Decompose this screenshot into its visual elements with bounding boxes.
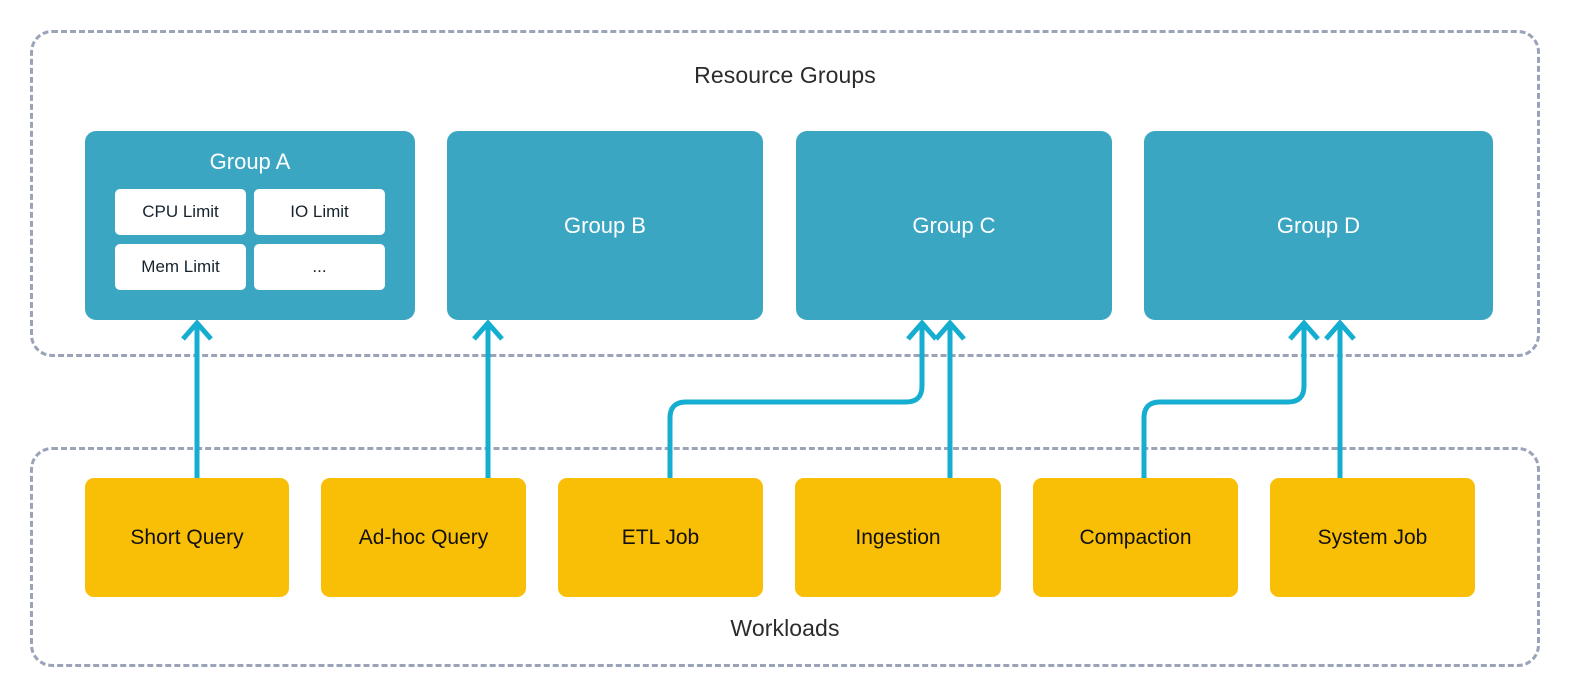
workloads-title: Workloads <box>730 615 840 641</box>
resource-group-label-c: Group C <box>912 212 996 238</box>
resource-group-label-b: Group B <box>564 212 646 238</box>
resource-group-card-c[interactable]: Group C <box>796 131 1112 320</box>
limit-chip-io[interactable]: IO Limit <box>254 189 385 235</box>
workload-card-compaction[interactable]: Compaction <box>1033 478 1238 597</box>
workload-card-ingestion[interactable]: Ingestion <box>795 478 1001 597</box>
resource-limits-grid: CPU Limit IO Limit Mem Limit ... <box>115 189 385 290</box>
resource-group-label-d: Group D <box>1276 212 1361 238</box>
limit-chip-mem[interactable]: Mem Limit <box>115 244 246 290</box>
resource-group-card-a[interactable]: Group A CPU Limit IO Limit Mem Limit ... <box>85 131 415 320</box>
resource-group-card-d[interactable]: Group D <box>1144 131 1493 320</box>
workload-card-system-job[interactable]: System Job <box>1270 478 1475 597</box>
workload-card-adhoc-query[interactable]: Ad-hoc Query <box>321 478 526 597</box>
resource-group-label-a: Group A <box>209 149 291 174</box>
limit-chip-more[interactable]: ... <box>254 244 385 290</box>
workload-card-etl-job[interactable]: ETL Job <box>558 478 763 597</box>
resource-groups-title: Resource Groups <box>694 62 876 88</box>
limit-chip-cpu[interactable]: CPU Limit <box>115 189 246 235</box>
workload-card-short-query[interactable]: Short Query <box>85 478 289 597</box>
resource-group-card-b[interactable]: Group B <box>447 131 763 320</box>
